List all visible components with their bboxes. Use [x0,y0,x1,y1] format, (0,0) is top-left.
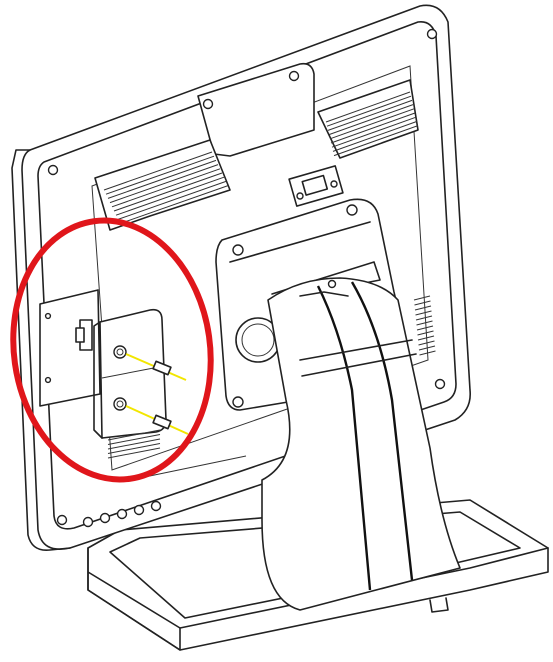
vent-slat [417,335,435,341]
vent-slat [105,155,215,195]
vent-slat [413,295,431,301]
vent-slat [417,330,434,336]
vent-slat [111,168,221,208]
screw-icon [288,70,300,82]
vent-slat [107,429,161,441]
control-button [133,504,145,516]
vent-slat [107,438,161,450]
vent-slat [415,315,433,321]
vent-slat [327,99,413,131]
vent-slat [107,159,217,199]
vent-slat [329,108,415,140]
vent-slat [117,180,227,220]
vent-grille-icon [94,79,436,356]
vent-slat [418,340,435,346]
mounting-screws [125,353,189,435]
red-circle-highlight-icon [10,217,214,483]
vent-slat [326,95,412,127]
control-buttons [82,455,247,528]
screw-icon [202,98,214,110]
vent-slat [416,320,433,326]
vent-slat [416,325,434,331]
vent-slat [331,116,417,148]
control-button [99,512,111,524]
vent-slat [414,300,431,306]
vent-slat [330,112,416,144]
vent-slat [107,447,161,459]
vent-slat [109,164,219,204]
control-button [82,516,94,528]
vent-slat [414,305,432,311]
stand-neck [261,277,461,611]
vent-slat [113,172,223,212]
control-button [150,500,162,512]
vent-slat [415,310,432,316]
vent-slat [418,345,436,351]
control-button [116,508,128,520]
vent-slat [107,443,161,454]
vent-slat [333,125,419,157]
vent-slat [419,350,436,356]
vent-slat [115,176,225,216]
vent-slat [107,434,161,445]
vent-slat [332,120,418,152]
screw-icon [56,514,68,526]
screw-icon [426,28,438,40]
screw-icon [434,378,446,390]
vent-slat [103,151,213,191]
vent-slat [328,104,414,136]
top-cover-plate [47,28,446,526]
vent-slat [325,91,411,123]
vent-slat [119,185,229,225]
side-bracket [39,289,167,459]
connector-port [288,165,344,207]
screw-icon [47,164,59,176]
